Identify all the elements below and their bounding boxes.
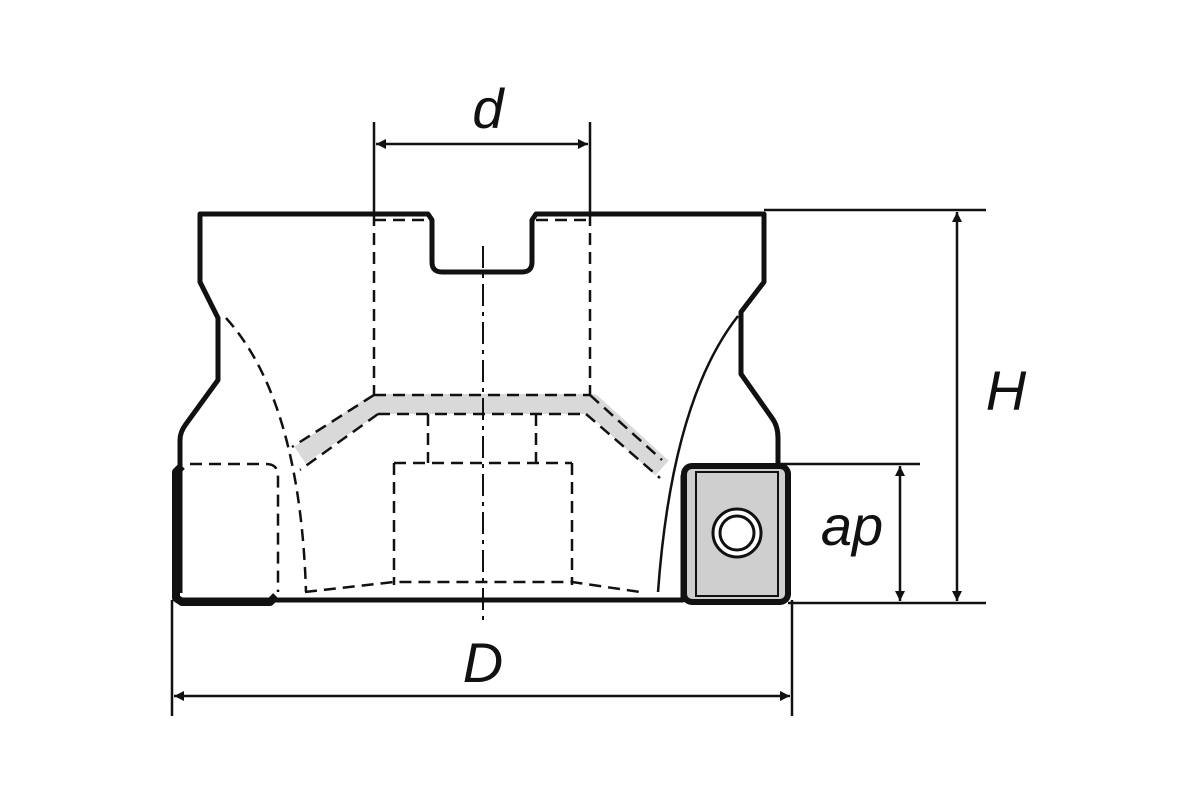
- channel-left-hidden: [291, 393, 379, 472]
- dimension-h: [764, 208, 986, 605]
- dimension-d: [372, 122, 592, 214]
- dim-d-label: d: [472, 77, 505, 140]
- dimension-big-d: [170, 600, 794, 716]
- screw-body-hidden: [392, 461, 574, 585]
- left-pocket-hidden: [190, 462, 280, 592]
- dim-ap-label: ap: [821, 494, 883, 557]
- left-flute-curve-hidden: [225, 317, 308, 593]
- dim-big-d-label: D: [463, 631, 503, 694]
- left-insert-edge: [172, 463, 279, 606]
- insert-screw-inner: [718, 514, 756, 552]
- channel-right-hidden: [585, 394, 663, 479]
- base-relief-hidden: [304, 580, 641, 594]
- cutter-body-outline: [177, 211, 781, 603]
- right-flute-curve: [656, 315, 739, 593]
- screw-head-hidden: [426, 414, 538, 463]
- cutting-insert: [681, 463, 791, 605]
- dimension-ap: [780, 462, 920, 601]
- dim-h-label: H: [986, 359, 1027, 422]
- insert-edge: [695, 471, 779, 597]
